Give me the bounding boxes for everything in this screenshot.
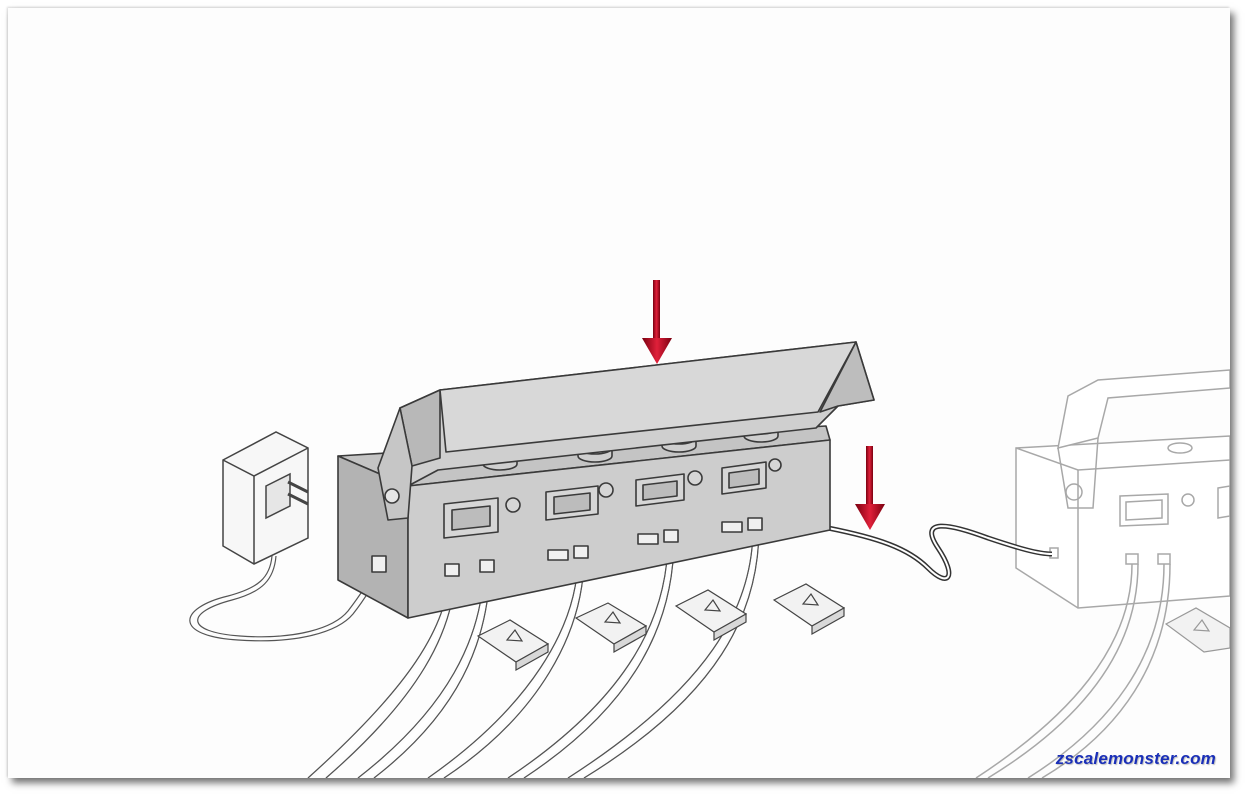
hinged-lid-icon bbox=[377, 341, 875, 521]
second-controller-box bbox=[975, 369, 1230, 778]
power-adapter-icon bbox=[189, 431, 381, 642]
watermark-text: zscalemonster.com bbox=[1055, 749, 1216, 768]
feeder-track-clip-icon bbox=[1164, 607, 1230, 653]
illustration-frame: zscalemonster.com bbox=[8, 8, 1230, 778]
front-panel-controls bbox=[443, 458, 782, 539]
feeder-track-clip-icon bbox=[674, 589, 748, 642]
connector-jacks bbox=[371, 517, 763, 577]
feeder-track-clip-icon bbox=[476, 619, 550, 672]
feeder-track-clip-icon bbox=[574, 602, 648, 654]
red-arrow-icon bbox=[855, 446, 885, 530]
red-arrow-icon bbox=[642, 280, 672, 364]
feeder-track-clip-icon bbox=[772, 583, 846, 636]
feeder-track-clips bbox=[476, 583, 1230, 672]
interconnect-cable bbox=[827, 523, 1053, 581]
wiring-diagram bbox=[189, 280, 1230, 778]
track-controller-box-icon bbox=[337, 341, 875, 619]
